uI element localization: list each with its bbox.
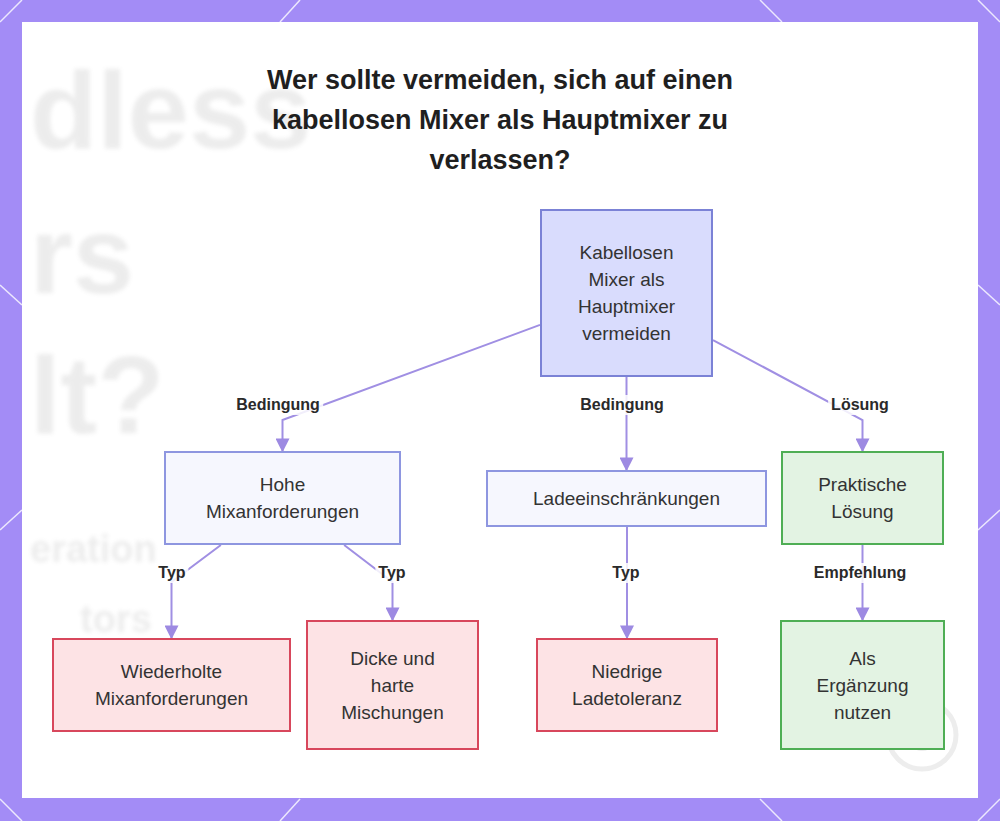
connector [626, 377, 628, 470]
deco-line [760, 0, 782, 22]
deco-line [0, 799, 22, 821]
node-text: Ladeeinschränkungen [533, 485, 720, 512]
diagram-title: Wer sollte vermeiden, sich auf einen kab… [210, 60, 790, 180]
condition-box: Ladeeinschränkungen [486, 470, 767, 527]
edge-label: Empfehlung [811, 563, 909, 583]
type-box: Dicke und harte Mischungen [306, 620, 479, 750]
deco-line [0, 285, 22, 305]
condition-box: Hohe Mixanforderungen [164, 451, 401, 545]
edge-label: Typ [375, 563, 408, 583]
node-text: Als Ergänzung nutzen [808, 645, 917, 726]
deco-line [978, 285, 1000, 305]
node-text: Hohe Mixanforderungen [194, 471, 371, 525]
deco-line [280, 0, 300, 22]
node-text: Wiederholte Mixanforderungen [82, 658, 261, 712]
deco-line [978, 799, 1000, 821]
connector [283, 325, 541, 451]
deco-line [0, 510, 22, 530]
edge-label: Bedingung [233, 395, 323, 415]
deco-line [280, 799, 300, 821]
watermark-text: eration [30, 530, 157, 568]
connector [172, 545, 221, 638]
node-text: Kabellosen Mixer als Hauptmixer vermeide… [560, 239, 693, 347]
type-box: Wiederholte Mixanforderungen [52, 638, 291, 732]
recommendation-box: Als Ergänzung nutzen [780, 620, 945, 750]
node-text: Dicke und harte Mischungen [334, 645, 451, 726]
node-text: Praktische Lösung [801, 471, 924, 525]
deco-line [978, 0, 1000, 22]
deco-line [978, 510, 1000, 530]
edge-label: Bedingung [577, 395, 667, 415]
watermark-text: rs [30, 200, 134, 310]
edge-label: Typ [609, 563, 642, 583]
edge-label: Lösung [828, 395, 892, 415]
edge-label: Typ [155, 563, 188, 583]
watermark-text: tors [80, 600, 152, 638]
type-box: Niedrige Ladetoleranz [536, 638, 718, 732]
watermark-text: lt? [30, 340, 164, 450]
deco-line [0, 0, 22, 22]
deco-line [760, 799, 782, 821]
solution-box: Praktische Lösung [781, 451, 944, 545]
node-text: Niedrige Ladetoleranz [558, 658, 696, 712]
root-box: Kabellosen Mixer als Hauptmixer vermeide… [540, 209, 713, 377]
